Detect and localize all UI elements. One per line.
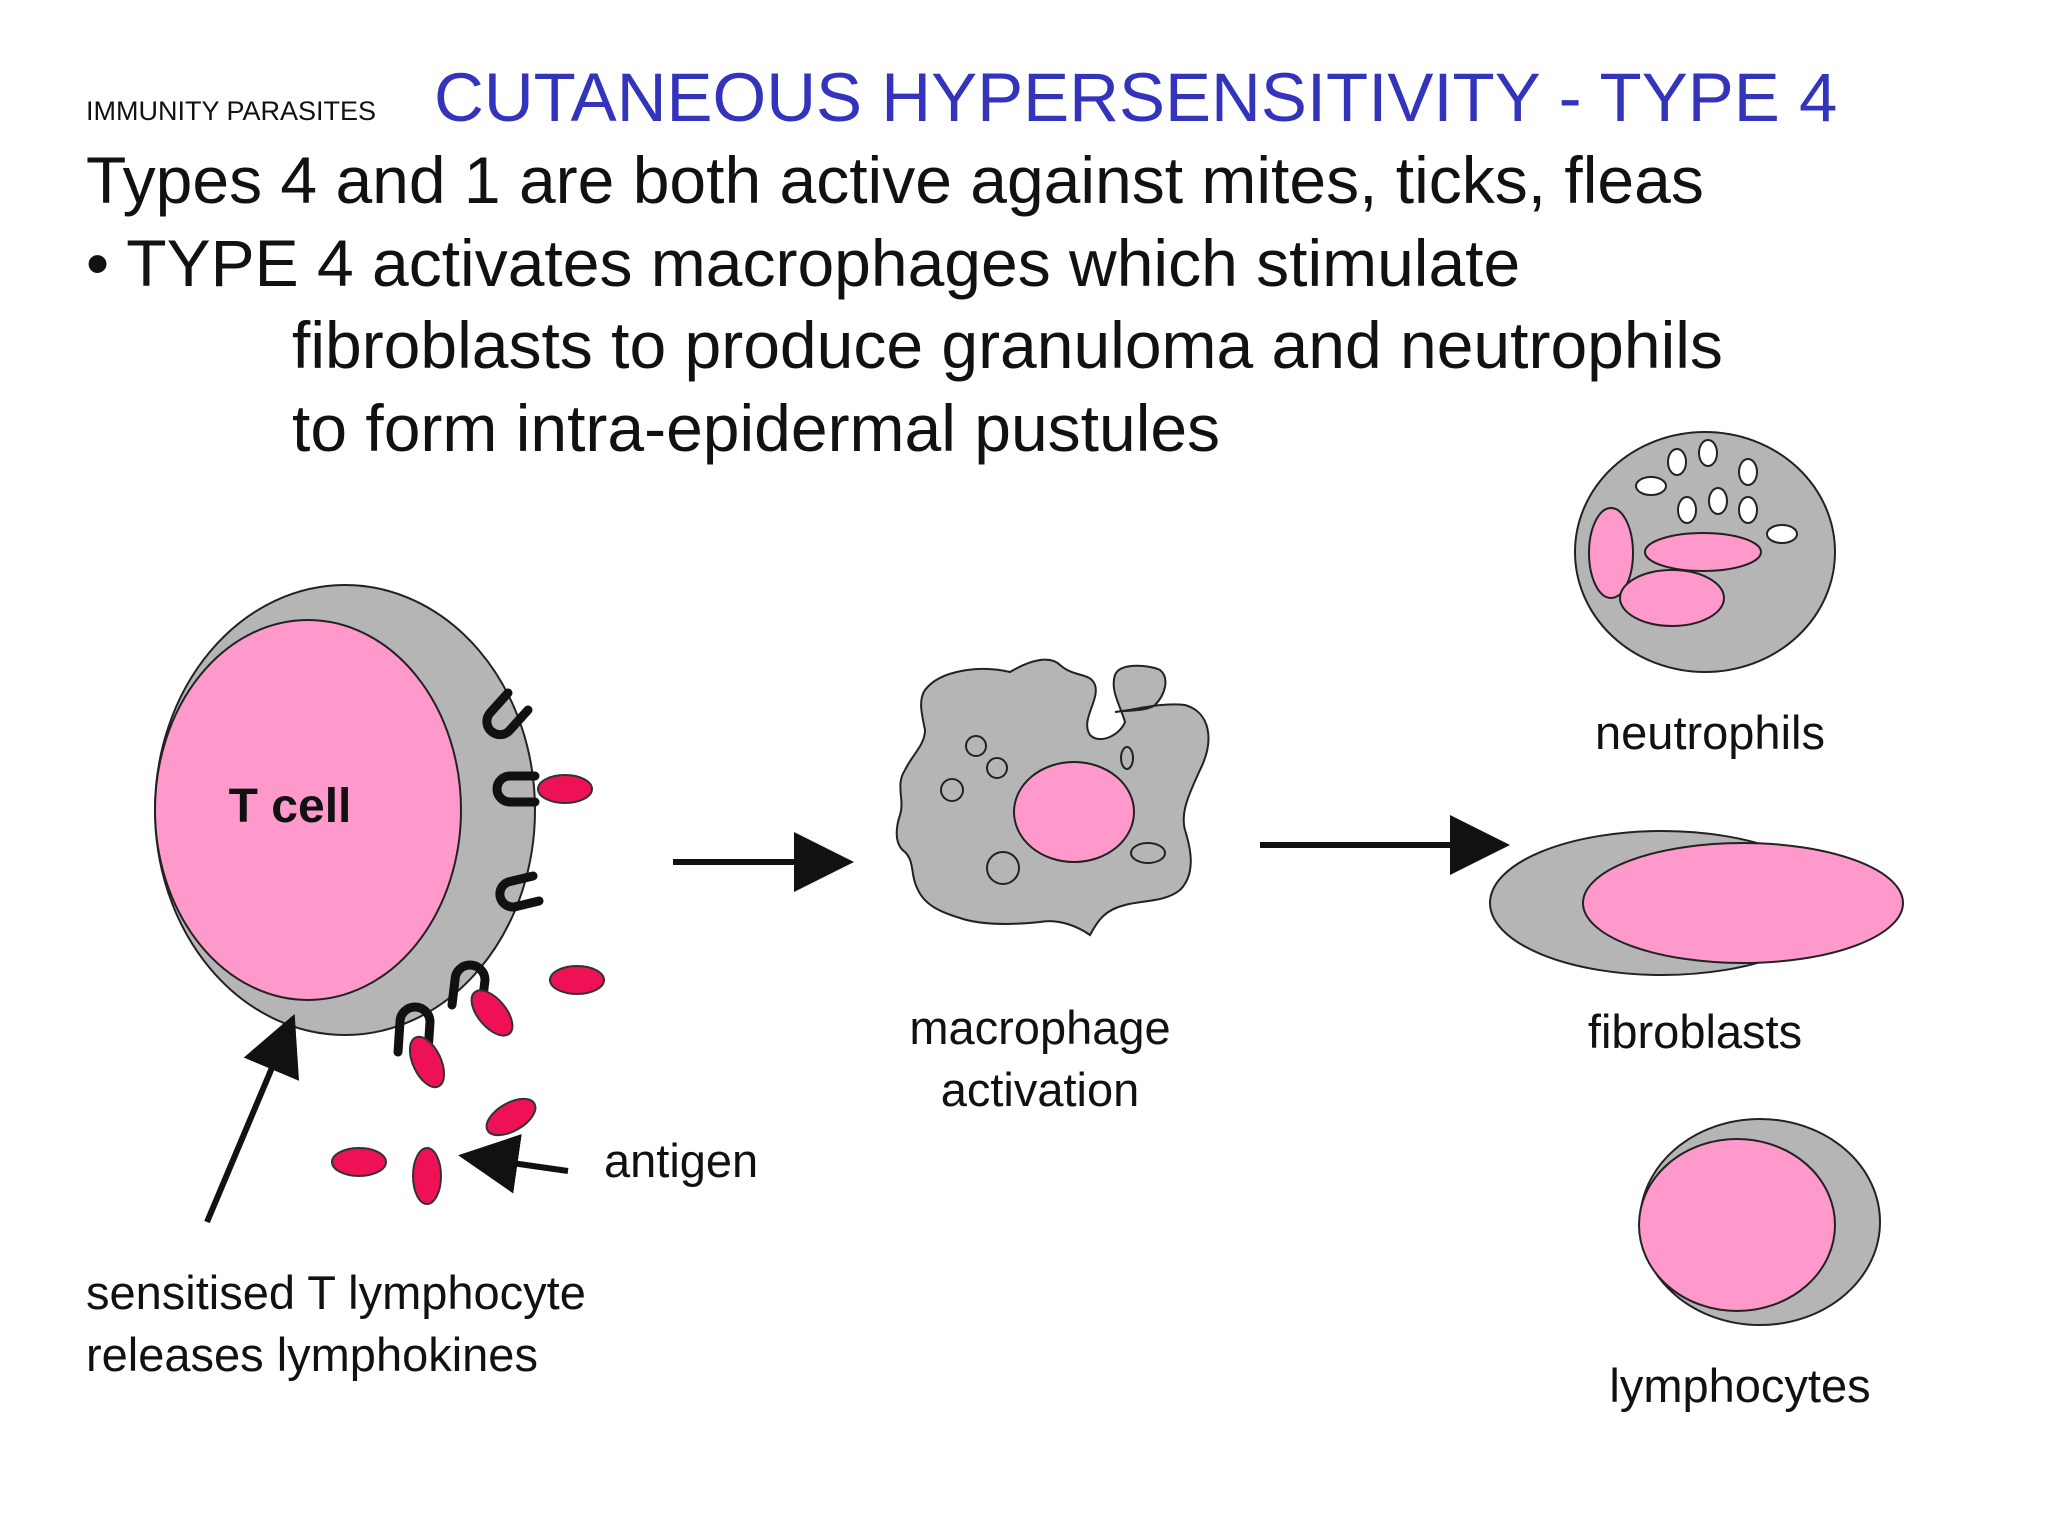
t-cell-receptors xyxy=(393,688,544,1057)
receptor xyxy=(492,771,540,807)
antigen-label: antigen xyxy=(604,1134,759,1187)
sensitised-line-1: sensitised T lymphocyte xyxy=(86,1266,586,1319)
fibroblasts-label: fibroblasts xyxy=(1587,1005,1803,1058)
receptor xyxy=(393,1002,435,1057)
lymphocytes-label: lymphocytes xyxy=(1609,1359,1871,1412)
sensitised-line-2: releases lymphokines xyxy=(86,1328,538,1381)
body-line-3: fibroblasts to produce granuloma and neu… xyxy=(292,308,1723,382)
neutrophil-cell xyxy=(1574,431,1836,673)
antigens xyxy=(331,774,605,1205)
receptor xyxy=(447,960,490,1010)
neutrophils-label: neutrophils xyxy=(1595,706,1825,759)
sensitised-t-lymphocyte-label: sensitised T lymphocyte releases lymphok… xyxy=(86,1262,586,1386)
t-cell-label: T cell xyxy=(228,780,352,833)
body-line-2: • TYPE 4 activates macrophages which sti… xyxy=(86,226,1521,300)
antigen xyxy=(408,1035,446,1089)
receptor xyxy=(495,871,544,912)
antigen xyxy=(470,989,514,1037)
lymphocyte-cell xyxy=(1638,1118,1881,1326)
arrow-to-antigen xyxy=(458,1134,569,1194)
fibroblast-cell xyxy=(1489,830,1904,976)
slide-title: CUTANEOUS HYPERSENSITIVITY - TYPE 4 xyxy=(434,59,1838,136)
macrophage xyxy=(895,658,1210,937)
antigen xyxy=(412,1147,442,1205)
macrophage-activation-label: macrophage activation xyxy=(850,997,1230,1121)
arrow-to-t-cell xyxy=(204,1013,300,1224)
antigen xyxy=(485,1097,537,1137)
macrophage-line-2: activation xyxy=(940,1063,1140,1116)
antigen xyxy=(537,774,593,804)
body-line-4: to form intra-epidermal pustules xyxy=(292,391,1221,465)
receptor xyxy=(482,688,533,740)
body-line-1: Types 4 and 1 are both active against mi… xyxy=(86,143,1704,217)
macrophage-line-1: macrophage xyxy=(909,1001,1171,1054)
subject-label: IMMUNITY PARASITES xyxy=(86,96,377,126)
t-cell xyxy=(154,584,536,1036)
antigen xyxy=(331,1147,387,1177)
antigen xyxy=(549,965,605,995)
